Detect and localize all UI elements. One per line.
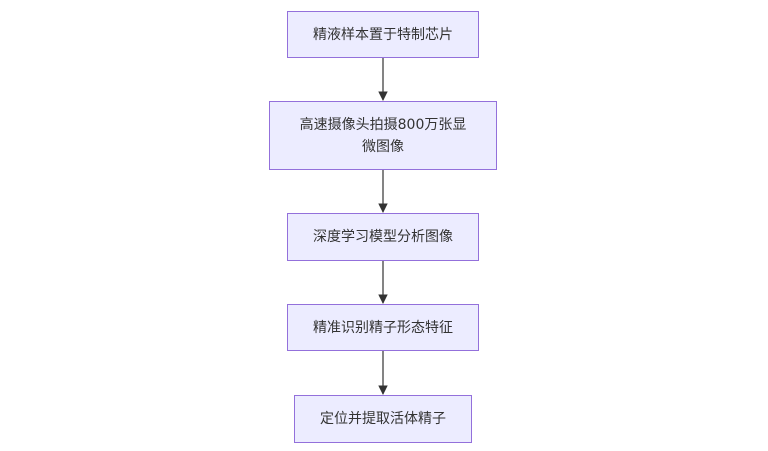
- flow-node-extract-live-sperm: 定位并提取活体精子: [294, 395, 472, 443]
- flow-node-deep-learning-analysis: 深度学习模型分析图像: [287, 213, 479, 261]
- flow-node-identify-morphology: 精准识别精子形态特征: [287, 304, 479, 351]
- flow-node-camera-capture: 高速摄像头拍摄800万张显微图像: [269, 101, 497, 170]
- flow-node-label: 高速摄像头拍摄800万张显微图像: [299, 116, 467, 155]
- flow-node-label: 深度学习模型分析图像: [313, 229, 453, 245]
- flow-node-label: 精液样本置于特制芯片: [313, 26, 453, 43]
- flow-node-label: 精准识别精子形态特征: [313, 319, 453, 336]
- flow-node-sample-on-chip: 精液样本置于特制芯片: [287, 11, 479, 58]
- flow-node-label: 定位并提取活体精子: [320, 411, 446, 427]
